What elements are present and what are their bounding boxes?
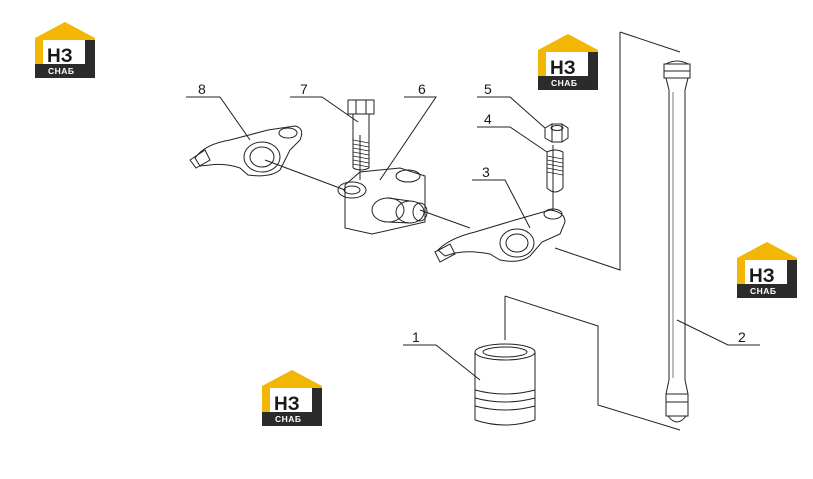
part-rocker-arm-right (434, 208, 566, 263)
logo-top-left: НЗ СНАБ (35, 22, 95, 78)
logo-caption: СНАБ (48, 66, 75, 76)
logo-letters: НЗ (749, 266, 775, 287)
logo-caption: СНАБ (551, 78, 578, 88)
logo-letters: НЗ (550, 58, 576, 79)
callout-1: 1 (412, 329, 420, 345)
callout-5: 5 (484, 81, 492, 97)
part-push-rod (663, 60, 691, 423)
callouts: 8 7 6 5 4 3 2 1 (198, 81, 746, 345)
callout-7: 7 (300, 81, 308, 97)
logo-caption: СНАБ (275, 414, 302, 424)
logo-bottom-left: НЗ СНАБ (262, 370, 322, 426)
part-nut (544, 123, 569, 143)
logo-letters: НЗ (274, 394, 300, 415)
part-bolt (347, 99, 375, 171)
callout-6: 6 (418, 81, 426, 97)
logo-letters: НЗ (47, 46, 73, 67)
logo-caption: СНАБ (750, 286, 777, 296)
assembly-lines (264, 31, 681, 431)
callout-3: 3 (482, 164, 490, 180)
leader-lines (186, 96, 760, 381)
part-bracket (337, 167, 428, 235)
callout-4: 4 (484, 111, 492, 127)
logo-right: НЗ СНАБ (737, 242, 797, 298)
part-tappet (474, 343, 536, 426)
part-rocker-arm-left (189, 125, 303, 177)
part-adjusting-screw (546, 149, 564, 193)
callout-2: 2 (738, 329, 746, 345)
callout-8: 8 (198, 81, 206, 97)
logo-top-center: НЗ СНАБ (538, 34, 598, 90)
